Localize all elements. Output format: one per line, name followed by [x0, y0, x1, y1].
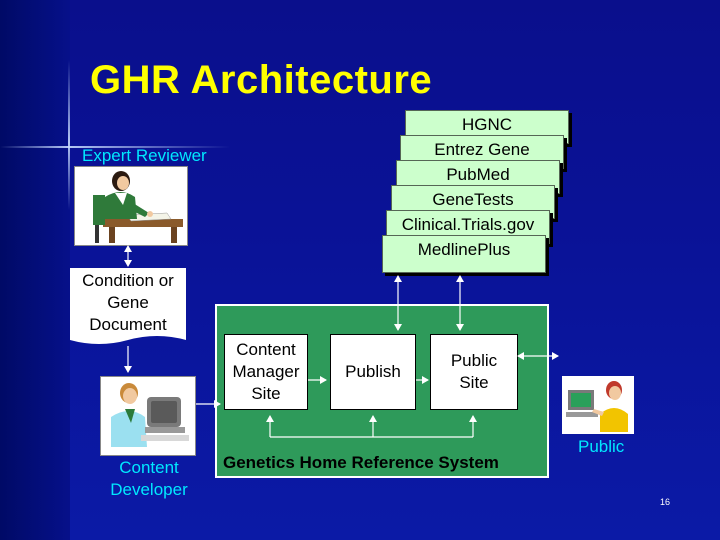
public-label: Public: [578, 437, 625, 456]
publish-label: Publish: [345, 362, 401, 381]
document-line-1: Condition or: [82, 271, 174, 290]
public-user-icon: [562, 376, 634, 434]
public-image: [562, 376, 634, 434]
source-label: GeneTests: [432, 190, 514, 209]
source-label: Clinical.Trials.gov: [401, 215, 535, 234]
system-label: Genetics Home Reference System: [223, 453, 499, 472]
ghr-system-box: Content Manager Site Publish Public Site…: [215, 304, 549, 478]
content-manager-site-box: Content Manager Site: [224, 334, 308, 410]
sparkle-horizontal: [0, 146, 230, 148]
page-number: 16: [660, 497, 671, 507]
document-line-3: Document: [89, 315, 167, 334]
document-line-2: Gene: [107, 293, 149, 312]
content-manager-line-3: Site: [251, 384, 281, 403]
content-developer-line-2: Developer: [110, 480, 188, 499]
content-developer-label: Content Developer: [100, 457, 198, 501]
content-developer-icon: [101, 377, 195, 455]
public-site-line-2: Site: [459, 373, 489, 392]
expert-reviewer-icon: [75, 167, 187, 245]
expert-reviewer-image: [74, 166, 188, 246]
source-label: Entrez Gene: [434, 140, 530, 159]
source-label: HGNC: [461, 115, 513, 134]
publish-box: Publish: [330, 334, 416, 410]
document-shape: [70, 268, 186, 344]
public-site-box: Public Site: [430, 334, 518, 410]
source-medlineplus: MedlinePlus: [382, 235, 546, 273]
content-developer-line-1: Content: [119, 458, 179, 477]
source-label: MedlinePlus: [417, 240, 511, 259]
content-manager-line-1: Content: [236, 340, 296, 359]
left-decor-band: [0, 0, 70, 540]
source-label: PubMed: [446, 165, 510, 184]
sparkle-vertical: [68, 60, 70, 210]
content-manager-line-2: Manager: [232, 362, 300, 381]
public-site-line-1: Public: [450, 351, 498, 370]
document-text: Condition or Gene Document: [70, 270, 186, 336]
content-developer-image: [100, 376, 196, 456]
expert-reviewer-label: Expert Reviewer: [82, 146, 207, 165]
slide-title: GHR Architecture: [90, 58, 433, 102]
